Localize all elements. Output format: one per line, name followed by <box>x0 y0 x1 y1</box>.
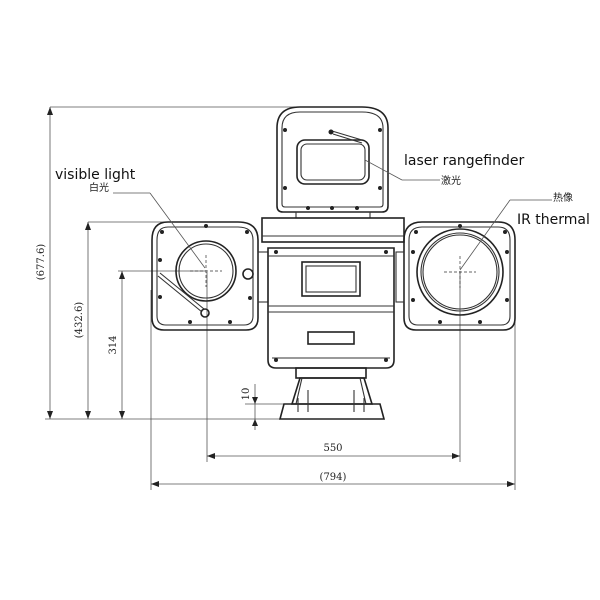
laser-rangefinder-housing <box>276 106 389 219</box>
dimension-lines <box>45 106 516 490</box>
label-visible-light: visible light <box>55 167 136 183</box>
leader-lines <box>113 159 552 271</box>
label-laser-cn: 激光 <box>441 174 461 187</box>
label-laser-rangefinder: laser rangefinder <box>404 153 524 169</box>
visible-light-lens <box>175 240 237 302</box>
center-lines <box>190 255 476 288</box>
base <box>278 367 386 420</box>
ir-thermal-lens <box>416 228 504 316</box>
label-ir-cn: 热像 <box>553 191 573 204</box>
central-body <box>267 247 395 369</box>
dim-total-height: (677.6) <box>36 244 47 281</box>
dim-lens-spacing: 550 <box>323 443 342 454</box>
label-visible-light-cn: 白光 <box>89 181 109 194</box>
dim-mid-height: (432.6) <box>74 302 85 339</box>
ir-thermal-housing <box>395 221 516 331</box>
dim-base-height: 10 <box>241 388 252 401</box>
label-ir-thermal: IR thermal <box>517 212 590 228</box>
dim-lens-height: 314 <box>108 335 119 354</box>
mounting-bracket <box>261 217 405 243</box>
visible-light-housing <box>151 221 269 331</box>
dim-total-width: (794) <box>320 472 347 483</box>
